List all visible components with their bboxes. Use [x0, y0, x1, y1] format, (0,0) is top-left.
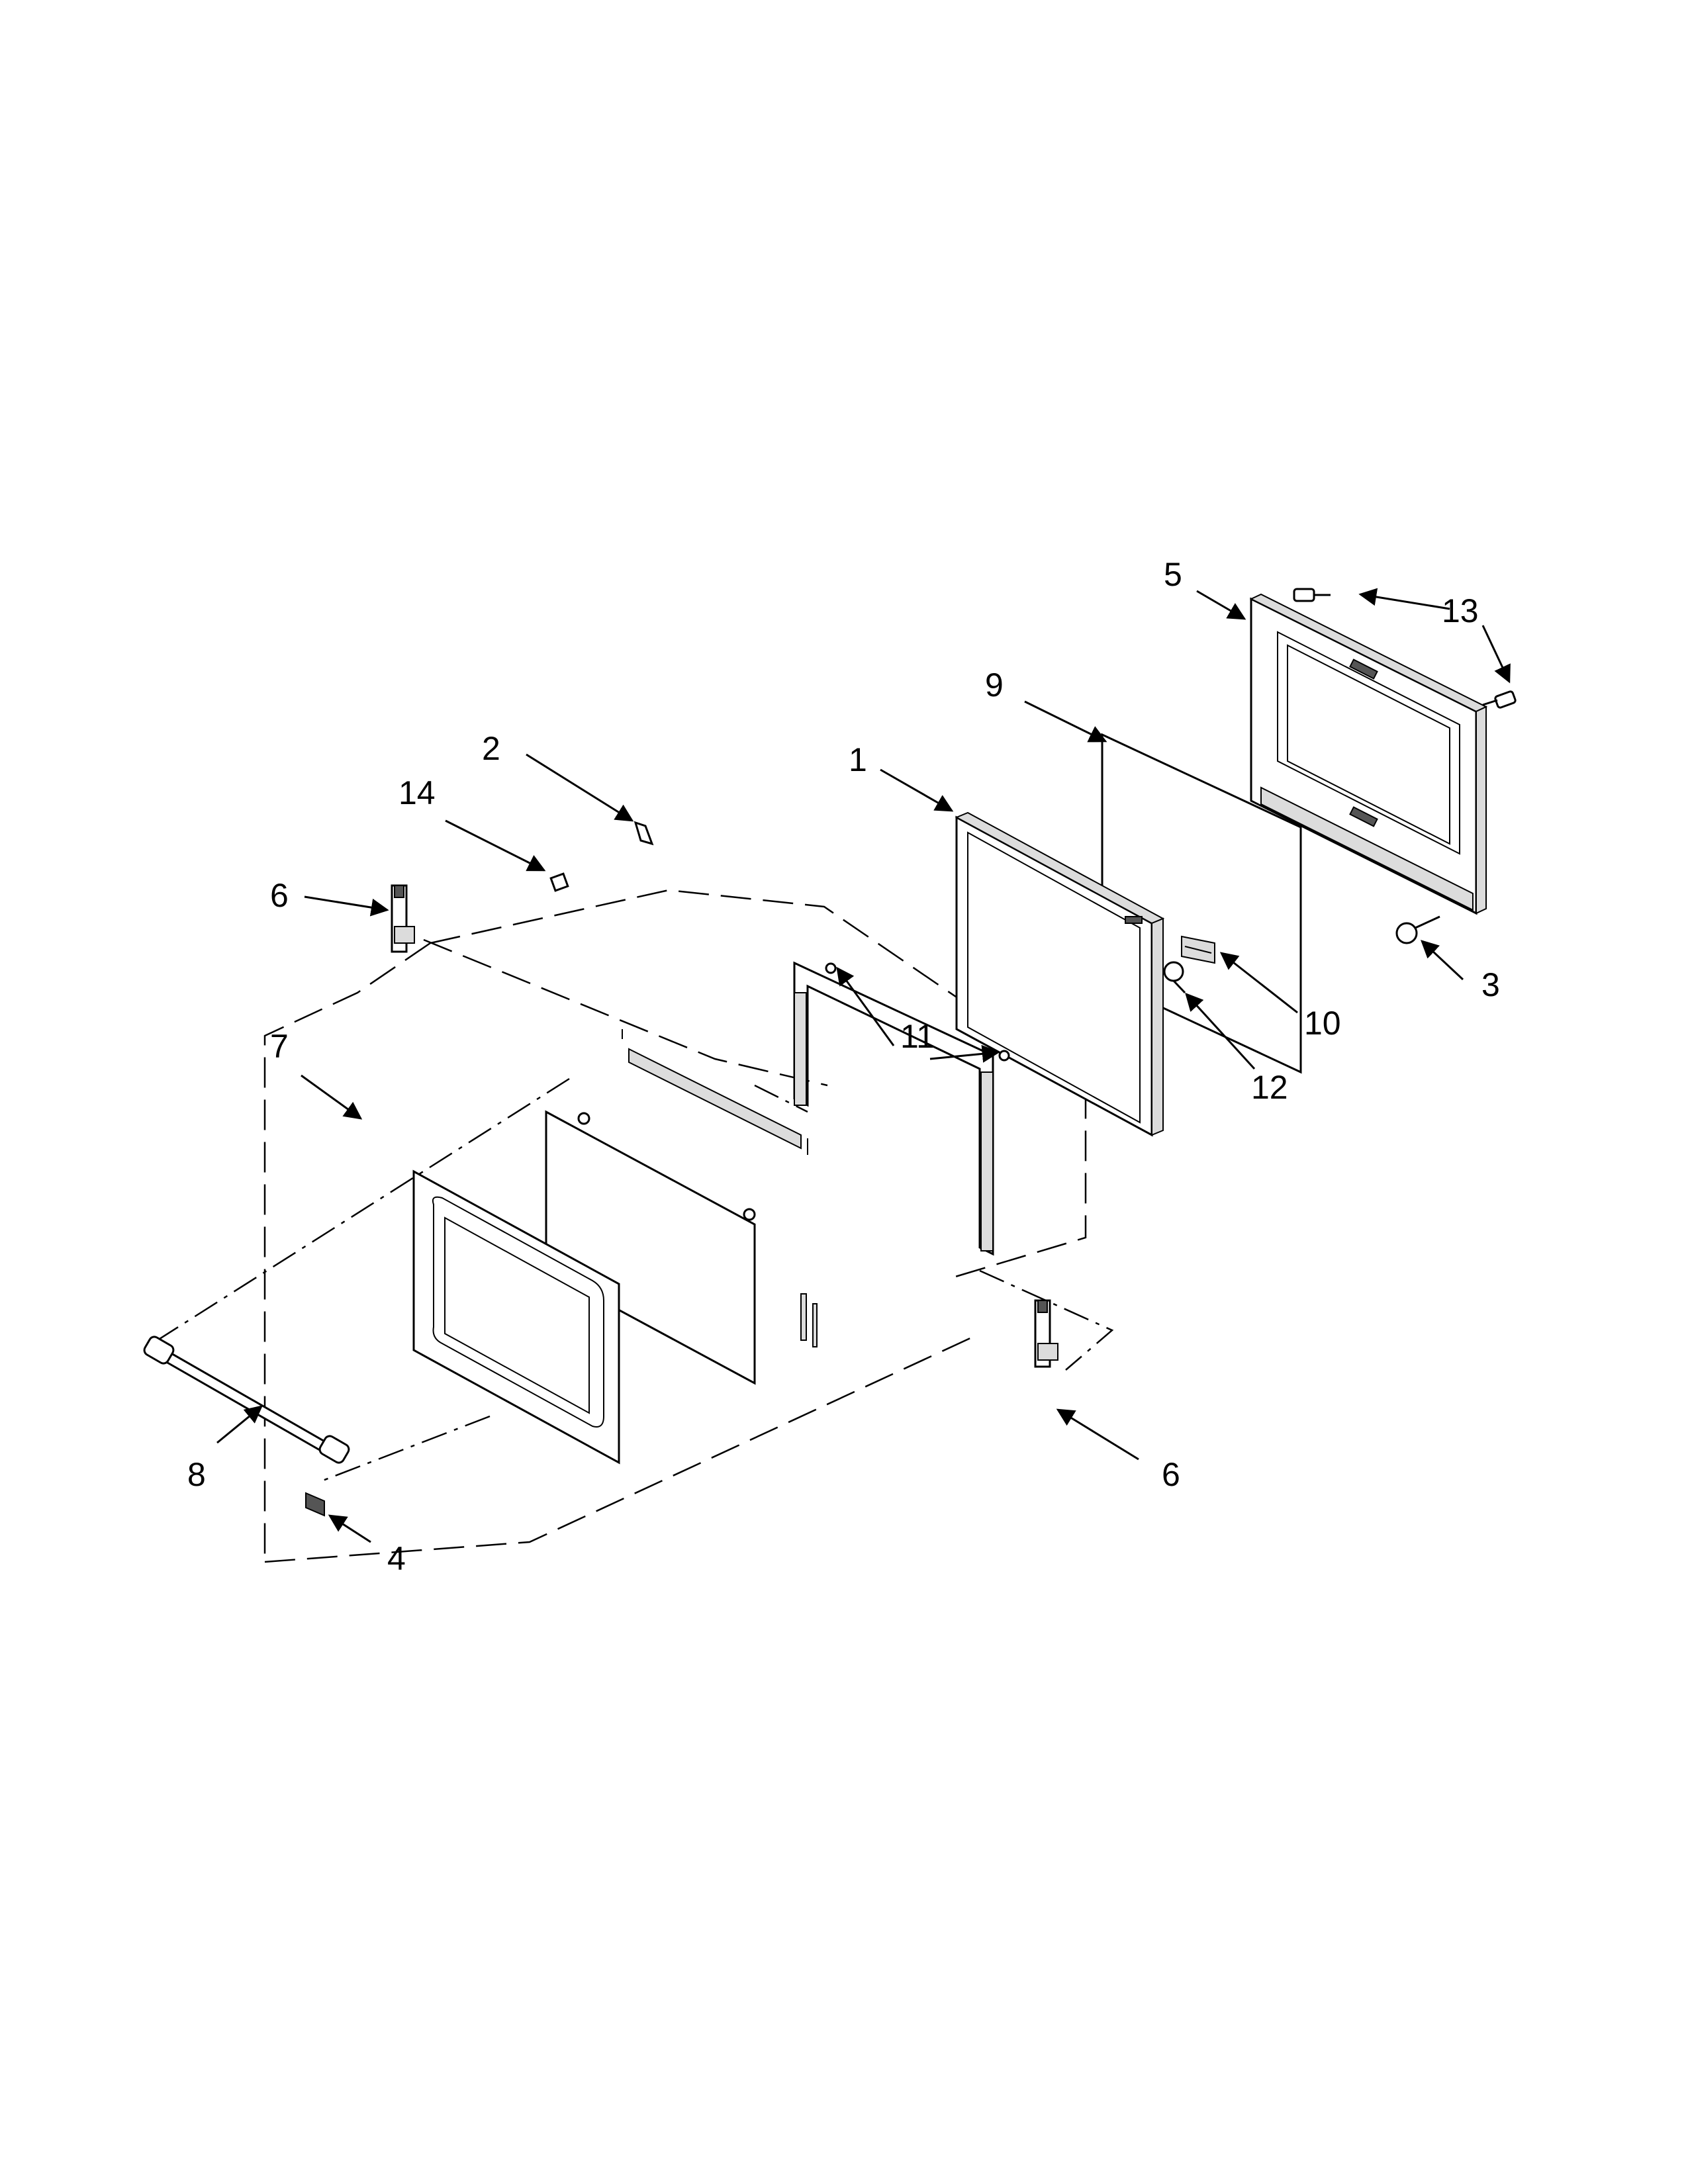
screw-bottom — [1395, 915, 1440, 944]
callout-1: 1 — [849, 741, 867, 778]
callout-2: 2 — [482, 730, 500, 767]
callout-10: 10 — [1304, 1005, 1341, 1042]
screw-top-right — [1482, 690, 1517, 709]
hinge-right — [1034, 1299, 1058, 1368]
side-channel-frame — [793, 961, 1010, 1256]
small-clip — [549, 872, 569, 892]
callout-14: 14 — [399, 774, 436, 811]
callout-13-label: 13 — [1442, 592, 1479, 629]
callout-8: 8 — [187, 1456, 206, 1493]
callout-5: 5 — [1164, 556, 1182, 593]
assembly-outline — [152, 889, 1114, 1563]
outer-door-panel — [412, 1169, 620, 1465]
screw-top-left — [1293, 588, 1331, 602]
callout-7: 7 — [270, 1028, 289, 1065]
callout-9: 9 — [985, 666, 1004, 704]
callout-3: 3 — [1481, 966, 1500, 1003]
callout-4: 4 — [387, 1540, 406, 1577]
inner-glass-panel — [545, 1110, 756, 1385]
side-strip — [800, 1293, 818, 1347]
callout-11: 11 — [900, 1018, 935, 1055]
insulation-strip — [622, 1029, 808, 1155]
callout-12: 12 — [1251, 1069, 1288, 1106]
callout-6-left: 6 — [270, 877, 289, 914]
callout-labels: 5 13 9 1 2 14 6 7 11 10 12 3 6 8 4 — [187, 556, 1500, 1577]
hinge-left — [391, 884, 415, 953]
vent — [305, 1492, 325, 1517]
door-handle — [143, 1336, 350, 1464]
outer-door-frame — [1249, 593, 1488, 915]
callout-6-right: 6 — [1162, 1456, 1180, 1493]
bracket — [1181, 935, 1215, 964]
leader-arrows — [216, 588, 1511, 1543]
screw-bracket — [1163, 961, 1186, 994]
clip — [633, 821, 654, 846]
